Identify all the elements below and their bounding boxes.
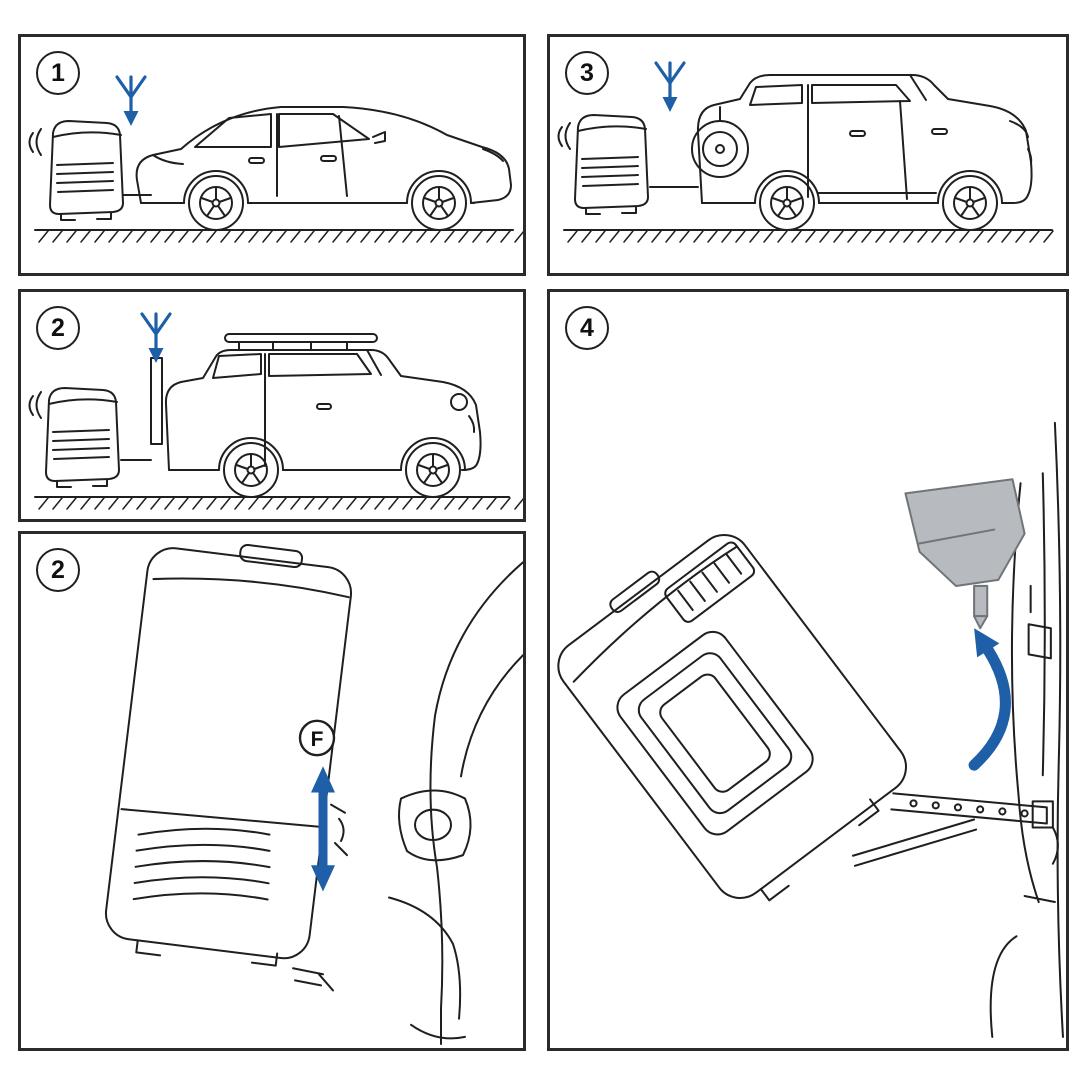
mount-post [150,357,163,445]
step-number: 4 [580,313,594,342]
step2-illustration [28,312,523,510]
vent-slats [616,630,814,836]
panel-step-2-vehicle: 2 [18,289,526,522]
step-number: 1 [51,58,65,87]
step-number: 2 [51,313,65,342]
panel-step-2-detail: 2 [18,531,526,1051]
mount-hook [292,803,348,992]
step1-illustration [28,75,523,243]
cargo-box [557,534,907,902]
suv-car [691,74,1033,231]
box-handle [239,543,304,569]
tailgate-part [904,478,1026,630]
sedan-car [135,106,512,231]
down-arrow-icon [140,312,172,365]
panel-step-3: 3 [547,34,1069,276]
cargo-box [574,114,699,215]
ground-line [34,229,523,243]
compact-suv-car [164,333,482,498]
panel-step-4-detail: 4 [547,289,1069,1051]
vehicle-corner [388,561,523,1045]
down-arrow-icon [654,61,686,114]
vent-slats [132,827,271,901]
motion-marks [557,122,571,150]
roof-rack [224,333,378,343]
hitch-arm [851,792,1059,867]
step2-detail-illustration: F [104,543,523,1045]
tilt-arrow-icon [968,628,1011,771]
latch-pin [973,584,989,618]
ground-line [563,229,1054,243]
step-number-badge: 3 [565,51,609,95]
point-label-f-text: F [311,728,324,751]
cargo-box [49,120,152,221]
point-label-f: F [298,719,336,757]
ground-line [34,496,523,510]
step-number-badge: 1 [36,51,80,95]
motion-marks [28,391,42,419]
down-arrow-icon [115,75,147,128]
step-number-badge: 2 [36,548,80,592]
taillight [1027,623,1052,660]
step3-illustration [557,61,1054,243]
cargo-box [104,543,353,967]
vehicle-corner [989,421,1064,1038]
cargo-box [45,357,163,488]
panel-step-1: 1 [18,34,526,276]
step-number: 2 [51,555,65,584]
height-adjust-arrow-icon [311,766,335,892]
step4-illustration [557,421,1064,1038]
step-number-badge: 2 [36,306,80,350]
step-number-badge: 4 [565,306,609,350]
box-handle [609,570,661,613]
motion-marks [28,128,42,156]
step-number: 3 [580,58,594,87]
headlamp [398,789,472,862]
spare-tire [691,106,749,178]
